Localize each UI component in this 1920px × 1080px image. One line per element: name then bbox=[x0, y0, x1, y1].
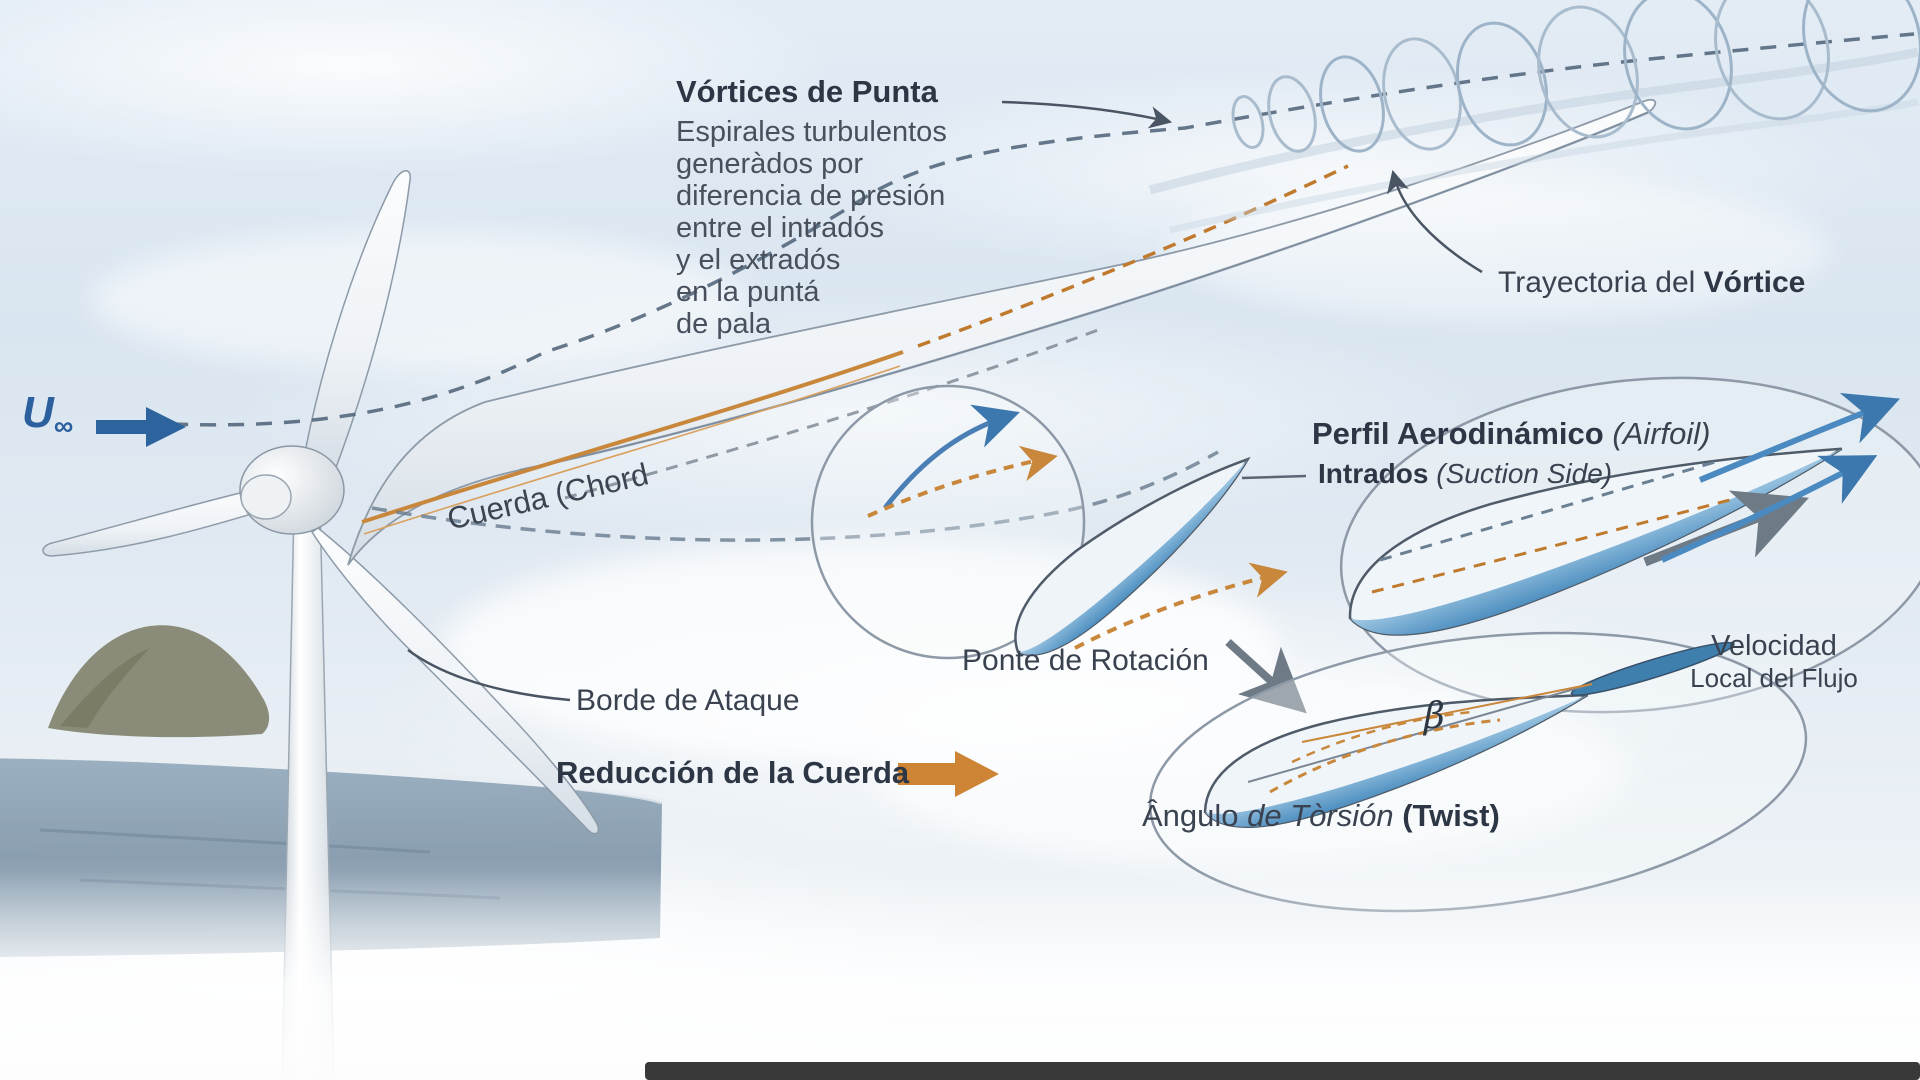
mid-blue-flow-arrow bbox=[883, 404, 1020, 510]
beta-label: β bbox=[1424, 696, 1445, 737]
chord-line-extension-dashed bbox=[917, 164, 1349, 348]
angulo-label: Ângulo de Tòrsión (Twist) bbox=[1142, 798, 1500, 834]
chord-line-thin bbox=[363, 365, 901, 535]
perfil-bold: Perfil Aerodinámico bbox=[1312, 416, 1604, 451]
desc-line: diferencia de presión bbox=[676, 180, 946, 212]
right-orange-dashes bbox=[1371, 492, 1753, 594]
perfil-italic: (Airfoil) bbox=[1603, 416, 1711, 451]
airfoil-right bbox=[1348, 447, 1843, 636]
velocidad-line1: Velocidad bbox=[1711, 630, 1837, 662]
airfoil-bottom bbox=[1203, 641, 1735, 828]
angulo-bold: (Twist) bbox=[1402, 798, 1500, 833]
right-grey-dashes bbox=[1379, 458, 1723, 562]
twist-orange-dashed-arrow bbox=[1074, 562, 1288, 650]
mid-orange-dashed-arrow bbox=[867, 445, 1058, 518]
fog bbox=[0, 870, 1920, 1080]
borde-leader-line bbox=[407, 648, 571, 702]
infinity-subscript: ∞ bbox=[53, 410, 74, 441]
vortices-title: Vórtices de Punta bbox=[676, 74, 938, 109]
chord-line bbox=[361, 350, 904, 524]
desc-line: en la puntá bbox=[676, 276, 820, 308]
beta-angle-marks bbox=[1247, 683, 1593, 794]
perfil-label: Perfil Aerodinámico (Airfoil) bbox=[1312, 416, 1710, 452]
ponte-label: Ponte de Rotación bbox=[962, 644, 1209, 677]
ponte-grey-arrow bbox=[1225, 639, 1307, 714]
desc-line: y el extradós bbox=[676, 244, 841, 276]
zoom-circle-mid bbox=[810, 384, 1086, 660]
tip-vortex-spiral bbox=[1148, 0, 1920, 234]
desc-line: de pala bbox=[676, 308, 772, 340]
coastline-hill bbox=[48, 625, 270, 738]
vortices-description: Espirales turbulentos generàdos por dife… bbox=[676, 116, 947, 340]
u-infinity-arrow bbox=[96, 407, 186, 447]
intrados-leader-line bbox=[1241, 474, 1307, 480]
velocidad-line2: Local del Flujo bbox=[1690, 663, 1858, 693]
airfoil-mid bbox=[1014, 456, 1251, 657]
blade-upper bbox=[301, 170, 411, 479]
trayectoria-arrow bbox=[1387, 169, 1483, 274]
desc-line: entre el intradós bbox=[676, 212, 884, 244]
chord-reduction-arrow bbox=[898, 751, 999, 797]
velocidad-label: Velocidad Local del Flujo bbox=[1660, 630, 1888, 694]
u-infinity-label: U∞ bbox=[22, 388, 73, 442]
intrados-label: Intrados (Suction Side) bbox=[1318, 458, 1612, 490]
trayectoria-bold: Vórtice bbox=[1703, 266, 1806, 299]
lower-flow-dashed-line bbox=[371, 450, 1219, 542]
blade-surface-dashes bbox=[564, 328, 1099, 500]
right-blue-arrow-low bbox=[1660, 455, 1878, 563]
freestream-dashed-line bbox=[171, 32, 1915, 427]
blade-left bbox=[42, 489, 259, 557]
intrados-italic: (Suction Side) bbox=[1428, 458, 1613, 489]
trayectoria-label: Trayectoria del Vórtice bbox=[1498, 266, 1805, 300]
borde-label: Borde de Ataque bbox=[576, 684, 800, 717]
title-leader-arrow bbox=[1001, 100, 1173, 129]
angulo-prefix: Ângulo bbox=[1142, 798, 1248, 833]
desc-line: Espirales turbulentos bbox=[676, 116, 947, 148]
u-symbol: U bbox=[22, 388, 54, 437]
main-blade-shadow-edge bbox=[519, 110, 1650, 472]
spinner-cone bbox=[240, 474, 292, 520]
blade-lower bbox=[310, 527, 600, 835]
trayectoria-prefix: Trayectoria del bbox=[1498, 266, 1704, 299]
bottom-bar bbox=[645, 1062, 1920, 1080]
reduccion-label: Reducción de la Cuerda bbox=[556, 755, 910, 790]
intrados-bold: Intrados bbox=[1318, 458, 1429, 489]
angulo-italic: de Tòrsión bbox=[1247, 798, 1403, 833]
right-blue-arrow-top bbox=[1698, 392, 1900, 483]
desc-line: generàdos por bbox=[676, 148, 864, 180]
